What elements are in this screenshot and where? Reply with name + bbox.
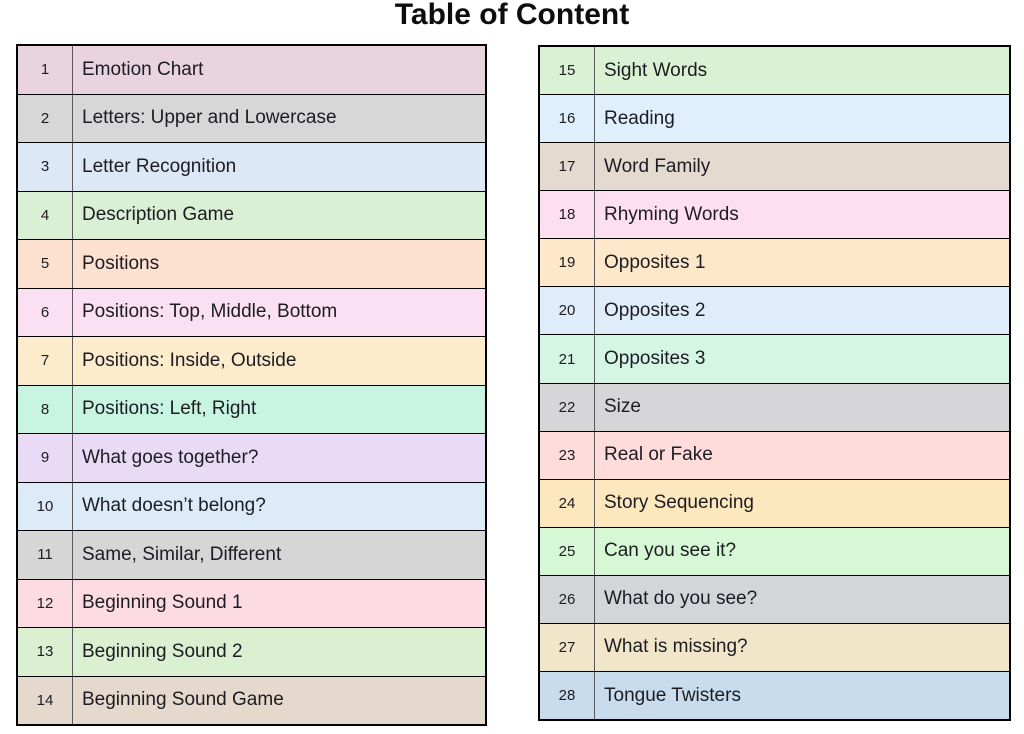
table-row: 5 Positions [18, 239, 485, 288]
row-number: 27 [540, 623, 595, 672]
row-number: 11 [18, 531, 73, 579]
table-row: 12 Beginning Sound 1 [18, 578, 485, 627]
row-label: Emotion Chart [82, 58, 204, 80]
row-number: 24 [540, 479, 595, 527]
row-label: What do you see? [604, 588, 758, 610]
table-row: 6 Positions: Top, Middle, Bottom [18, 287, 485, 336]
table-row: 27 What is missing? [540, 622, 1009, 672]
table-row: 3 Letter Recognition [18, 142, 485, 191]
table-row: 25 Can you see it? [540, 526, 1009, 575]
row-number: 28 [540, 672, 595, 720]
row-label: Can you see it? [604, 540, 737, 562]
row-number: 13 [18, 628, 73, 676]
row-label: Tongue Twisters [604, 684, 741, 706]
table-row: 2 Letters: Upper and Lowercase [18, 93, 485, 142]
row-number: 22 [540, 383, 595, 431]
row-number: 1 [18, 46, 73, 94]
table-row: 18 Rhyming Words [540, 190, 1009, 239]
row-number: 21 [540, 335, 595, 383]
row-label: Real or Fake [604, 444, 713, 466]
row-number: 25 [540, 527, 595, 575]
table-row: 4 Description Game [18, 190, 485, 239]
row-label: Same, Similar, Different [82, 543, 282, 565]
table-row: 20 Opposites 2 [540, 286, 1009, 335]
table-row: 9 What goes together? [18, 433, 485, 482]
table-row: 11 Same, Similar, Different [18, 530, 485, 579]
row-number: 2 [18, 94, 73, 142]
row-number: 14 [18, 676, 73, 724]
table-row: 13 Beginning Sound 2 [18, 627, 485, 676]
row-label: Letters: Upper and Lowercase [82, 107, 337, 129]
row-label: Reading [604, 107, 675, 129]
table-row: 23 Real or Fake [540, 430, 1009, 479]
table-row: 21 Opposites 3 [540, 334, 1009, 383]
row-number: 4 [18, 191, 73, 239]
row-label: Opposites 3 [604, 348, 706, 369]
row-number: 7 [18, 337, 73, 385]
row-label: What is missing? [604, 636, 748, 658]
table-row: 7 Positions: Inside, Outside [18, 336, 485, 385]
row-number: 8 [18, 385, 73, 433]
row-label: Description Game [82, 204, 235, 226]
row-number: 6 [18, 288, 73, 336]
table-row: 16 Reading [540, 94, 1009, 143]
table-row: 10 What doesn’t belong? [18, 481, 485, 530]
row-label: Positions [82, 252, 160, 274]
table-row: 22 Size [540, 382, 1009, 431]
table-row: 24 Story Sequencing [540, 478, 1009, 527]
row-number: 5 [18, 240, 73, 288]
row-label: Beginning Sound 1 [82, 592, 243, 614]
row-number: 10 [18, 482, 73, 530]
toc-table-left: 1 Emotion Chart 2 Letters: Upper and Lowerc… [16, 44, 487, 726]
toc-table-right: 15 Sight Words 16 Reading 17 Word Family 18 Rhy… [538, 45, 1011, 721]
row-label: Word Family [604, 155, 711, 177]
row-label: What goes together? [82, 446, 259, 468]
table-row: 28 Tongue Twisters [540, 671, 1009, 720]
row-label: Beginning Sound Game [82, 689, 284, 711]
row-number: 17 [540, 143, 595, 191]
row-label: Positions: Inside, Outside [82, 349, 297, 371]
row-label: Positions: Top, Middle, Bottom [82, 301, 338, 323]
table-row: 14 Beginning Sound Game [18, 675, 485, 724]
table-row: 19 Opposites 1 [540, 238, 1009, 287]
table-row: 1 Emotion Chart [18, 46, 485, 94]
row-number: 9 [18, 434, 73, 482]
row-number: 12 [18, 579, 73, 627]
row-number: 19 [540, 239, 595, 287]
row-label: Opposites 2 [604, 299, 706, 321]
row-number: 23 [540, 431, 595, 479]
table-row: 26 What do you see? [540, 574, 1009, 623]
row-label: Story Sequencing [604, 492, 754, 514]
row-number: 26 [540, 575, 595, 623]
row-label: Beginning Sound 2 [82, 640, 243, 662]
row-number: 16 [540, 95, 595, 143]
page-title: Table of Content [394, 0, 630, 31]
row-number: 18 [540, 191, 595, 239]
row-label: Letter Recognition [82, 155, 237, 177]
row-label: Size [604, 396, 641, 418]
row-number: 3 [18, 143, 73, 191]
row-label: What doesn’t belong? [82, 495, 266, 517]
table-row: 15 Sight Words [540, 47, 1009, 95]
row-number: 15 [540, 47, 595, 95]
row-label: Rhyming Words [604, 203, 739, 225]
row-number: 20 [540, 287, 595, 335]
table-row: 17 Word Family [540, 142, 1009, 191]
row-label: Opposites 1 [604, 251, 706, 273]
row-label: Sight Words [604, 59, 708, 81]
table-row: 8 Positions: Left, Right [18, 384, 485, 433]
row-label: Positions: Left, Right [82, 398, 257, 420]
